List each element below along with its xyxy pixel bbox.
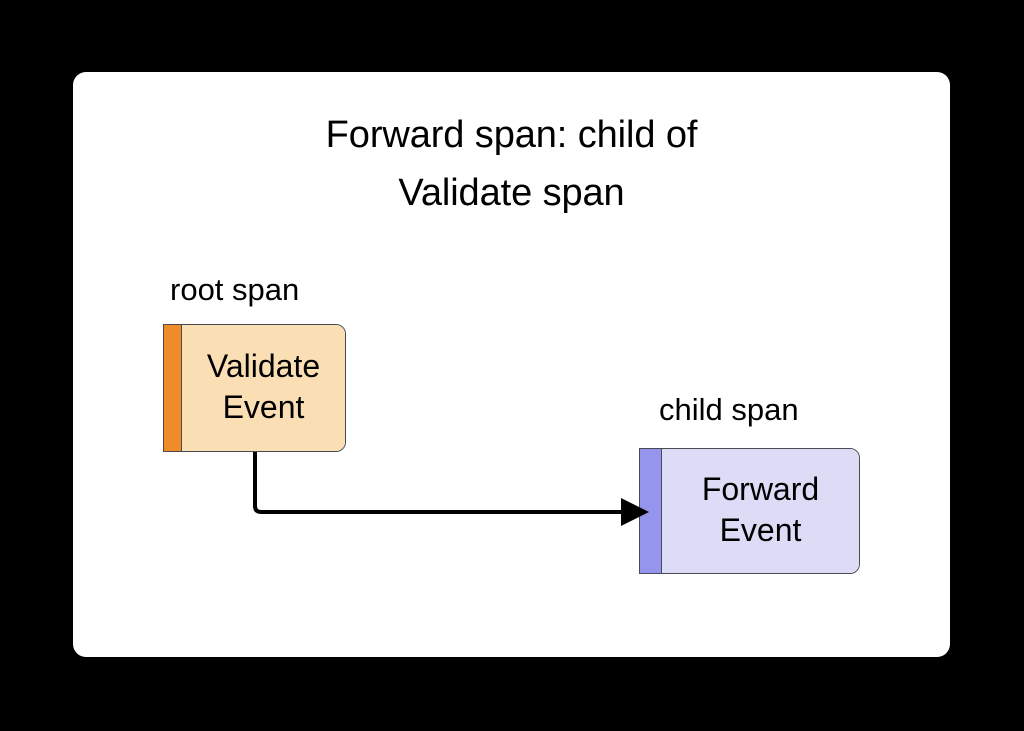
span-box-forward-event[interactable]: Forward Event [639, 448, 860, 574]
span-label-forward-event: Forward Event [662, 449, 859, 573]
diagram-canvas-panel: Forward span: child of Validate span roo… [73, 72, 950, 657]
label-root-span: root span [170, 272, 300, 307]
span-label-validate-event: Validate Event [182, 325, 345, 451]
label-child-span: child span [659, 392, 799, 427]
span-box-validate-event[interactable]: Validate Event [163, 324, 346, 452]
connector-line [253, 452, 621, 514]
span-accent-stripe-orange [164, 325, 182, 451]
diagram-title: Forward span: child of Validate span [325, 114, 698, 214]
span-accent-stripe-blue [640, 449, 662, 573]
